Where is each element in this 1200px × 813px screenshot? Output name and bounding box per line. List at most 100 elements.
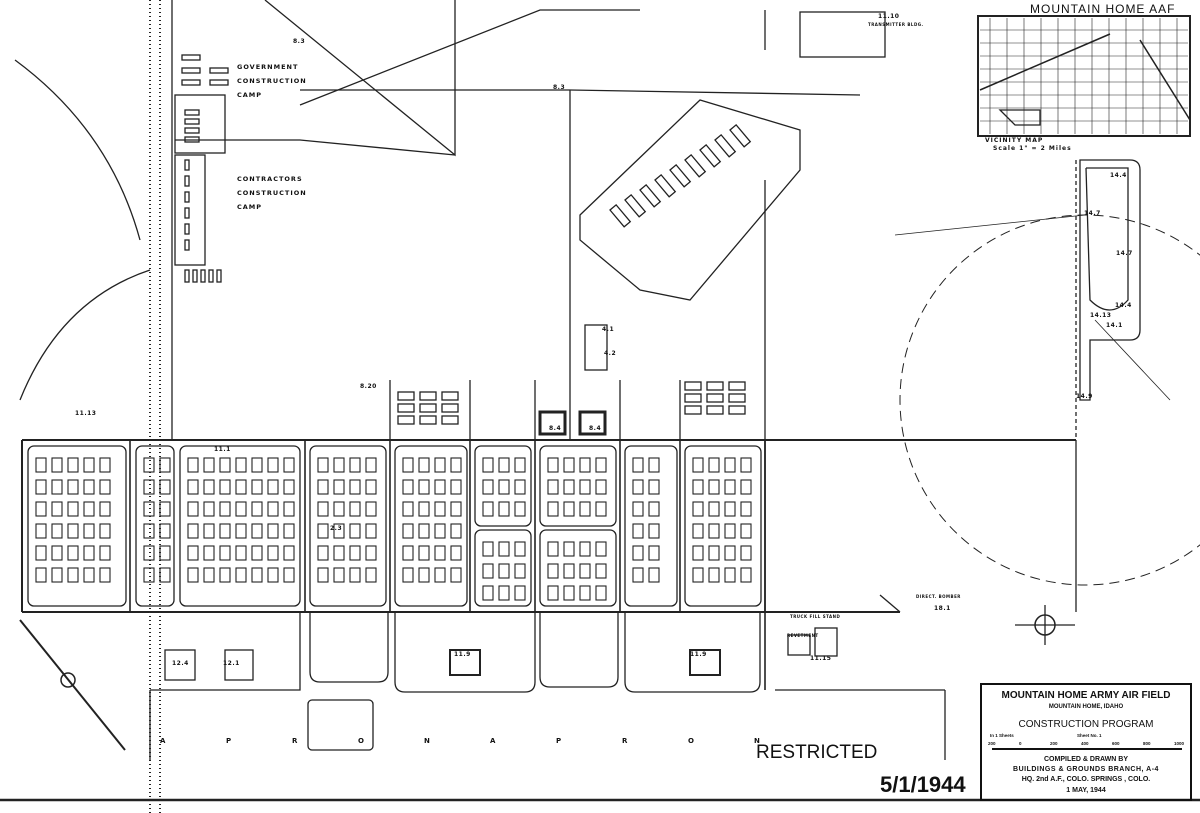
barracks-building xyxy=(317,501,329,517)
barracks-building xyxy=(482,501,494,517)
hangar-area xyxy=(539,612,619,688)
barracks-building xyxy=(349,457,361,473)
building-label: 11.9 xyxy=(454,651,471,658)
scale-tick-label: 600 xyxy=(1112,741,1120,746)
barracks-building xyxy=(283,479,295,495)
apron-letter: P xyxy=(226,737,232,745)
range-track xyxy=(1085,167,1129,311)
barracks-building xyxy=(547,501,559,517)
barracks-building xyxy=(547,585,559,601)
barracks-building xyxy=(219,567,231,583)
camp-building xyxy=(184,159,190,171)
barracks-building xyxy=(143,479,155,495)
barracks-building xyxy=(632,545,644,561)
building-label: 11.1 xyxy=(214,446,231,453)
barracks-building xyxy=(595,585,607,601)
barracks-building xyxy=(35,545,47,561)
hangar-area xyxy=(309,612,389,683)
barracks-building xyxy=(203,457,215,473)
barracks-building xyxy=(159,479,171,495)
building-label: 8.4 xyxy=(589,425,602,432)
barracks-building xyxy=(317,457,329,473)
camp-building xyxy=(184,109,200,116)
barracks-building xyxy=(498,457,510,473)
barracks-building xyxy=(203,545,215,561)
barracks-building xyxy=(547,479,559,495)
map-header-title: MOUNTAIN HOME AAF xyxy=(1030,2,1176,16)
barracks-building xyxy=(692,545,704,561)
barracks-building xyxy=(99,457,111,473)
title-block-location: MOUNTAIN HOME, IDAHO xyxy=(1048,704,1124,710)
barracks-building xyxy=(450,545,462,561)
building-label: 8.4 xyxy=(549,425,562,432)
barracks-building xyxy=(482,563,494,579)
barracks-building xyxy=(251,479,263,495)
title-block: MOUNTAIN HOME ARMY AIR FIELD MOUNTAIN HO… xyxy=(980,683,1192,801)
barracks-building xyxy=(365,501,377,517)
barracks-building xyxy=(349,567,361,583)
camp-building xyxy=(184,136,200,143)
barracks-building xyxy=(450,479,462,495)
scale-tick-label: 800 xyxy=(1143,741,1151,746)
building-label: 4.2 xyxy=(604,350,617,357)
barracks-building xyxy=(595,457,607,473)
barracks-building xyxy=(418,501,430,517)
barracks-building xyxy=(434,567,446,583)
barracks-building xyxy=(251,545,263,561)
vicinity-map-title: VICINITY MAP xyxy=(985,137,1044,144)
city-block xyxy=(27,445,127,607)
barracks-building xyxy=(514,563,526,579)
hospital-ward xyxy=(669,163,692,188)
scale-tick-label: 200 xyxy=(988,741,996,746)
barracks-building xyxy=(547,457,559,473)
city-block xyxy=(309,445,387,607)
barracks-building xyxy=(365,567,377,583)
building-label: TRANSMITTER BLDG. xyxy=(868,22,924,27)
barracks-building xyxy=(402,545,414,561)
building-label: 14.7 xyxy=(1116,250,1133,257)
camp-building xyxy=(184,223,190,235)
camp-building xyxy=(181,67,201,74)
hangar-building xyxy=(538,410,567,436)
barracks-building xyxy=(83,545,95,561)
barracks-building xyxy=(187,457,199,473)
building-label: REVETMENT xyxy=(787,633,819,638)
city-block xyxy=(684,445,762,607)
barracks-building xyxy=(740,457,752,473)
title-block-hq: HQ. 2nd A.F., COLO. SPRINGS , COLO. xyxy=(1021,776,1151,783)
road-line xyxy=(569,89,861,96)
barracks-building xyxy=(235,523,247,539)
barracks-building xyxy=(251,567,263,583)
barracks-building xyxy=(563,501,575,517)
barracks-building xyxy=(51,479,63,495)
barracks-building xyxy=(187,479,199,495)
bearing-line xyxy=(894,214,1086,236)
barracks-building xyxy=(514,541,526,557)
building xyxy=(728,381,746,391)
hospital-ward xyxy=(714,133,737,158)
road-line xyxy=(175,139,456,156)
barracks-building xyxy=(498,585,510,601)
building xyxy=(728,405,746,415)
hangar-area xyxy=(624,612,761,693)
barracks-building xyxy=(159,457,171,473)
building xyxy=(224,649,254,681)
title-block-compiled: COMPILED & DRAWN BY xyxy=(1044,756,1128,763)
barracks-building xyxy=(219,523,231,539)
apron-letter: A xyxy=(160,737,166,745)
north-arrow-line xyxy=(19,619,126,751)
barracks-building xyxy=(740,523,752,539)
barracks-building xyxy=(498,479,510,495)
barracks-building xyxy=(648,501,660,517)
railroad-line xyxy=(979,33,1111,91)
apron-letter: O xyxy=(358,737,364,745)
camp-building xyxy=(184,118,200,125)
building-label: 8.3 xyxy=(293,38,306,45)
barracks-building xyxy=(708,479,720,495)
range-outline xyxy=(1079,159,1141,401)
barracks-building xyxy=(99,567,111,583)
building xyxy=(706,381,724,391)
camp-building xyxy=(184,207,190,219)
barracks-building xyxy=(450,523,462,539)
